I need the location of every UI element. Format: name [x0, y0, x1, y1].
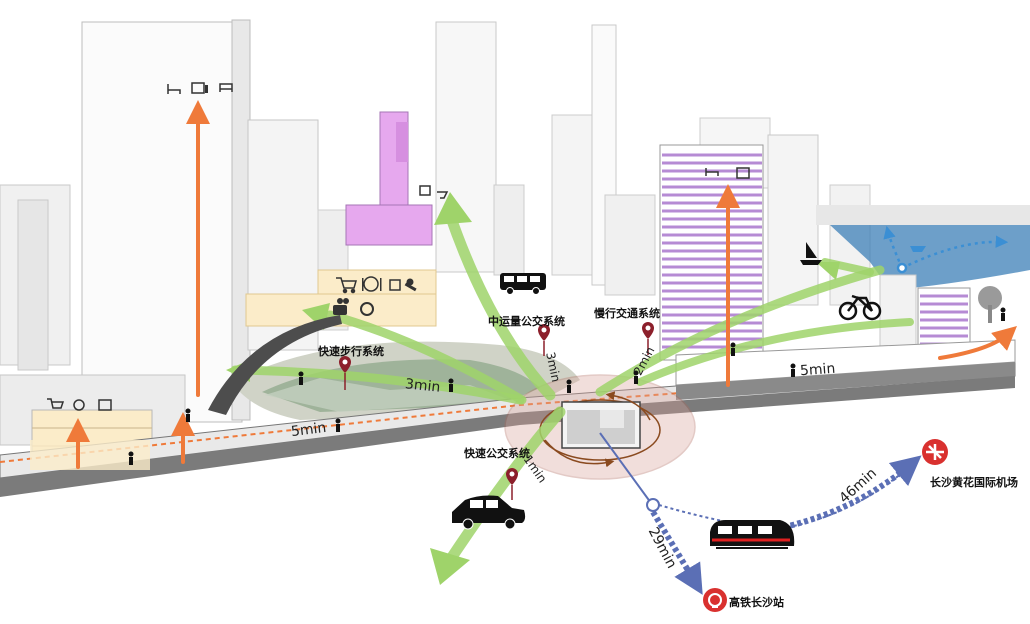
ramp — [208, 315, 342, 415]
location-pin-icon — [339, 322, 654, 500]
label-fast-bus: 快速公交系统 — [464, 447, 530, 460]
label-rail-station: 高铁长沙站 — [729, 596, 784, 609]
label-airport: 长沙黄花国际机场 — [930, 476, 1018, 489]
label-slow-traffic: 慢行交通系统 — [594, 307, 660, 320]
orange-routes — [66, 100, 1017, 469]
striped-tower — [659, 144, 1002, 361]
camera-icon — [333, 298, 374, 316]
arrow-head-green — [434, 192, 472, 225]
rail-station-icon — [703, 588, 727, 612]
bicycle-icon — [838, 294, 882, 321]
shopping-bag-icon — [98, 82, 750, 411]
hub-station — [504, 374, 696, 480]
car-icon — [452, 495, 526, 530]
train-icon — [710, 520, 795, 549]
pink-tower — [345, 111, 433, 246]
arrow-head-green — [430, 548, 470, 585]
shopping-cart-icon — [47, 277, 357, 409]
sailboat-icon — [800, 242, 822, 265]
bus-icon — [500, 273, 546, 295]
dining-icon — [73, 85, 382, 411]
microphone-icon — [404, 278, 417, 292]
bed-icon — [167, 83, 719, 199]
water-route — [883, 225, 1009, 274]
time-5min-right: 5min — [799, 360, 836, 380]
boat-icon — [910, 246, 926, 252]
label-medium-bus: 中运量公交系统 — [488, 315, 565, 328]
label-fast-walk: 快速步行系统 — [318, 345, 384, 358]
airplane-icon — [922, 439, 948, 465]
pedestrian-icon — [128, 307, 1006, 465]
